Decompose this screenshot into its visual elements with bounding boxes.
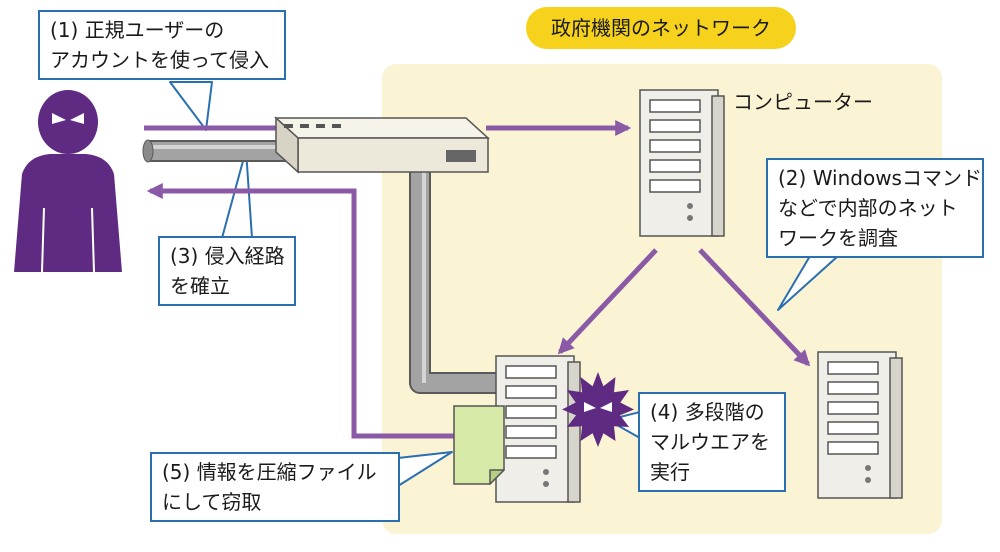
callout-step-2-line-2: などで内部のネット xyxy=(778,196,958,220)
server-icon xyxy=(495,355,581,503)
callout-step-1-line-1: (1) 正規ユーザーの xyxy=(50,18,225,42)
callout-step-4: (4) 多段階の マルウエアを 実行 xyxy=(638,392,786,492)
callout-step-4-line-2: マルウエアを xyxy=(650,430,770,454)
network-title: 政府機関のネットワーク xyxy=(526,7,796,49)
compressed-file-icon xyxy=(453,405,505,485)
scan-arrow-right xyxy=(698,248,811,367)
callout-step-4-line-1: (4) 多段階の xyxy=(650,400,765,424)
exfiltration-arrow xyxy=(146,182,454,439)
computer-label: コンピューター xyxy=(733,90,873,114)
callout-step-2-line-1: (2) Windowsコマンド xyxy=(778,166,982,190)
callout-step-3-line-1: (3) 侵入経路 xyxy=(170,244,285,268)
callout-pointer-3 xyxy=(221,149,253,239)
scan-arrow-left xyxy=(557,248,658,355)
callout-step-5-line-2: にして窃取 xyxy=(162,490,262,514)
server-icon xyxy=(817,351,903,499)
callout-step-1-line-2: アカウントを使って侵入 xyxy=(50,48,269,72)
callout-step-2: (2) Windowsコマンド などで内部のネット ワークを調査 xyxy=(766,158,984,258)
callout-pointer-1 xyxy=(169,81,213,131)
callout-step-1: (1) 正規ユーザーの アカウントを使って侵入 xyxy=(38,10,286,80)
callout-step-2-line-3: ワークを調査 xyxy=(778,226,898,250)
server-icon xyxy=(639,89,725,237)
callout-step-5: (5) 情報を圧縮ファイル にして窃取 xyxy=(150,452,400,522)
callout-step-5-line-1: (5) 情報を圧縮ファイル xyxy=(162,460,377,484)
malware-icon xyxy=(562,372,634,447)
callout-step-4-line-3: 実行 xyxy=(650,460,690,484)
router-icon xyxy=(274,116,490,174)
attacker-icon xyxy=(14,90,122,273)
callout-step-3: (3) 侵入経路 を確立 xyxy=(158,236,296,306)
callout-step-3-line-2: を確立 xyxy=(170,274,230,298)
